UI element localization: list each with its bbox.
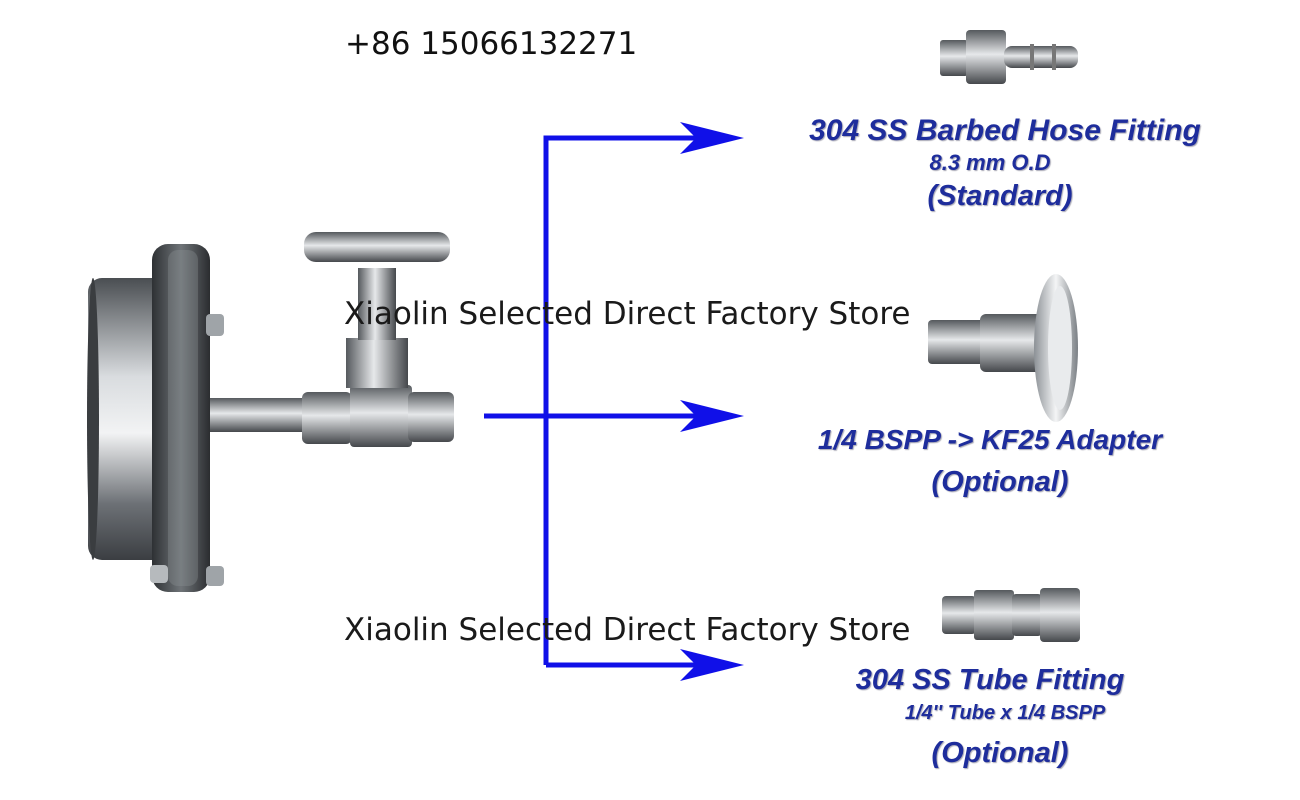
watermark-top: Xiaolin Selected Direct Factory Store: [344, 296, 911, 332]
kf25-adapter-title: 1/4 BSPP -> KF25 Adapter: [817, 424, 1163, 455]
flange-housing: [87, 244, 224, 592]
outlet-pipe: [210, 398, 314, 432]
bolt-head-top: [206, 314, 224, 336]
barbed-hose-fitting-image: [940, 30, 1078, 84]
kf25-adapter-image: [928, 274, 1078, 422]
tube-fitting-note: (Optional): [931, 737, 1069, 769]
arrow-head-middle: [680, 400, 744, 432]
arrow-head-top: [680, 122, 744, 154]
connection-arrows: [484, 135, 700, 668]
barbed-hose-fitting-spec: 8.3 mm O.D: [929, 150, 1051, 175]
valve-bonnet: [346, 338, 408, 388]
kf25-adapter-note: (Optional): [931, 466, 1069, 498]
tube-fitting-image: [942, 588, 1080, 642]
valve-stem: [358, 268, 396, 340]
phone-number: +86 15066132271: [345, 26, 638, 62]
tube-fitting-spec: 1/4'' Tube x 1/4 BSPP: [904, 702, 1106, 724]
needle-valve: [302, 232, 454, 447]
valve-handle: [304, 232, 450, 262]
barbed-hose-fitting-note: (Standard): [927, 180, 1073, 212]
tube-fitting-title: 304 SS Tube Fitting: [855, 664, 1125, 696]
watermark-bottom: Xiaolin Selected Direct Factory Store: [344, 612, 911, 648]
barbed-hose-fitting-title: 304 SS Barbed Hose Fitting: [809, 114, 1201, 147]
arrow-head-bottom: [680, 649, 744, 681]
bolt-head-bottom: [206, 566, 224, 586]
